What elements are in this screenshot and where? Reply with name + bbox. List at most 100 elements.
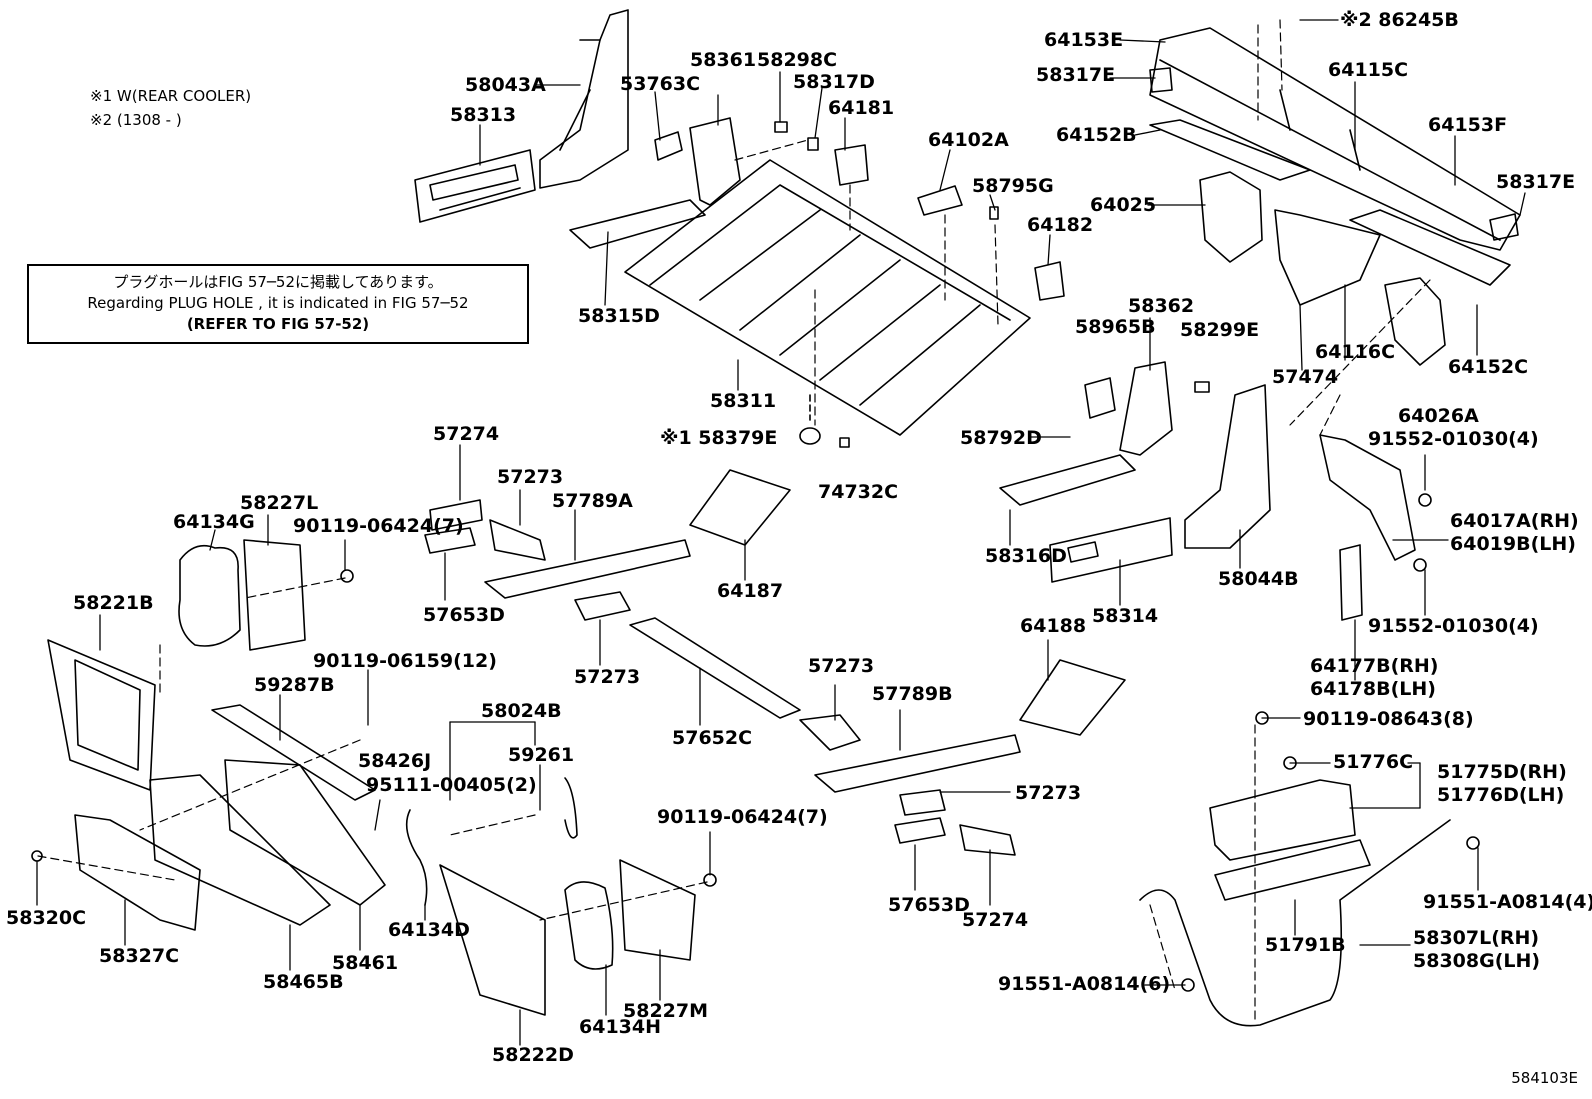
label-91551-A0814-6[interactable]: 91551-A0814(6): [998, 973, 1171, 995]
label-58965B[interactable]: 58965B: [1075, 316, 1156, 338]
label-58317E-right[interactable]: 58317E: [1496, 171, 1576, 193]
label-58379E[interactable]: ※1 58379E: [660, 427, 778, 449]
label-64153E[interactable]: 64153E: [1044, 29, 1124, 51]
label-64019B[interactable]: 64019B(LH): [1450, 533, 1576, 555]
label-51776C[interactable]: 51776C: [1333, 751, 1414, 773]
label-58316D[interactable]: 58316D: [985, 545, 1067, 567]
label-57274-lower[interactable]: 57274: [962, 909, 1029, 931]
label-64134G[interactable]: 64134G: [173, 511, 255, 533]
label-58314[interactable]: 58314: [1092, 605, 1159, 627]
label-57274-upper[interactable]: 57274: [433, 423, 500, 445]
note-rear-cooler: ※1 W(REAR COOLER): [90, 87, 252, 105]
part-51776C-drawing: [1209, 711, 1371, 901]
label-57652C[interactable]: 57652C: [672, 727, 753, 749]
label-57273-a[interactable]: 57273: [497, 466, 564, 488]
label-58461[interactable]: 58461: [332, 952, 399, 974]
label-90119-06159[interactable]: 90119-06159(12): [313, 650, 497, 672]
label-64026A[interactable]: 64026A: [1398, 405, 1479, 427]
part-64134G-drawing: [178, 539, 354, 651]
label-74732C[interactable]: 74732C: [818, 481, 899, 503]
notice-line-english: Regarding PLUG HOLE , it is indicated in…: [87, 294, 469, 312]
label-86245B[interactable]: ※2 86245B: [1340, 9, 1459, 31]
part-64152B-drawing: [1149, 119, 1311, 181]
label-58044B[interactable]: 58044B: [1218, 568, 1299, 590]
part-64177B-drawing: [1339, 544, 1427, 621]
label-64153F[interactable]: 64153F: [1428, 114, 1508, 136]
label-90119-08643[interactable]: 90119-08643(8): [1303, 708, 1474, 730]
label-58315D[interactable]: 58315D: [578, 305, 660, 327]
note-date-range: ※2 (1308 - ): [90, 111, 182, 129]
part-58043A-drawing: [539, 9, 629, 189]
label-58024B[interactable]: 58024B: [481, 700, 562, 722]
label-64181[interactable]: 64181: [828, 97, 895, 119]
label-58307L[interactable]: 58307L(RH): [1413, 927, 1540, 949]
part-58221B-drawing: [47, 639, 156, 791]
part-57652C-drawing: [574, 591, 801, 719]
label-64188[interactable]: 64188: [1020, 615, 1087, 637]
label-58320C[interactable]: 58320C: [6, 907, 87, 929]
part-57789B-drawing: [799, 659, 1126, 856]
label-57273-d[interactable]: 57273: [1015, 782, 1082, 804]
label-59287B[interactable]: 59287B: [254, 674, 335, 696]
label-58313[interactable]: 58313: [450, 104, 517, 126]
plug-hole-notice-box: プラグホールはFIG 57─52に掲載してあります。 Regarding PLU…: [27, 264, 529, 344]
part-64026A-drawing: [1384, 277, 1446, 366]
label-64178B[interactable]: 64178B(LH): [1310, 678, 1436, 700]
label-57653D-lower[interactable]: 57653D: [888, 894, 970, 916]
label-91551-A0814-4[interactable]: 91551-A0814(4): [1423, 891, 1592, 913]
label-58308G[interactable]: 58308G(LH): [1413, 950, 1541, 972]
label-90119-06424-upper[interactable]: 90119-06424(7): [293, 515, 464, 537]
label-58317E-left[interactable]: 58317E: [1036, 64, 1116, 86]
label-58426J[interactable]: 58426J: [358, 750, 432, 772]
label-58361[interactable]: 58361: [690, 49, 757, 71]
label-64152C[interactable]: 64152C: [1448, 356, 1529, 378]
label-58792D[interactable]: 58792D: [960, 427, 1042, 449]
label-58043A[interactable]: 58043A: [465, 74, 546, 96]
label-64116C[interactable]: 64116C: [1315, 341, 1396, 363]
label-57789A[interactable]: 57789A: [552, 490, 633, 512]
label-64025[interactable]: 64025: [1090, 194, 1157, 216]
label-95111-00405[interactable]: 95111-00405(2): [366, 774, 537, 796]
label-53763C[interactable]: 53763C: [620, 73, 701, 95]
part-64025-drawing: [1199, 171, 1263, 263]
label-57273-b[interactable]: 57273: [574, 666, 641, 688]
label-58299E[interactable]: 58299E: [1180, 319, 1260, 341]
label-58362[interactable]: 58362: [1128, 295, 1195, 317]
label-59261[interactable]: 59261: [508, 744, 575, 766]
label-58465B[interactable]: 58465B: [263, 971, 344, 993]
label-64187[interactable]: 64187: [717, 580, 784, 602]
label-51791B[interactable]: 51791B: [1265, 934, 1346, 956]
label-58298C[interactable]: 58298C: [757, 49, 838, 71]
part-64134D-drawing: [405, 777, 578, 906]
label-64115C[interactable]: 64115C: [1328, 59, 1409, 81]
label-64134H[interactable]: 64134H: [579, 1016, 662, 1038]
leader-lines: [36, 19, 1526, 1046]
label-64134D[interactable]: 64134D: [388, 919, 470, 941]
label-51776D[interactable]: 51776D(LH): [1437, 784, 1565, 806]
part-58379E-drawing: [799, 427, 850, 448]
label-58221B[interactable]: 58221B: [73, 592, 154, 614]
label-64177B[interactable]: 64177B(RH): [1310, 655, 1439, 677]
label-58317D[interactable]: 58317D: [793, 71, 875, 93]
label-57273-c[interactable]: 57273: [808, 655, 875, 677]
label-58222D[interactable]: 58222D: [492, 1044, 574, 1066]
label-58795G[interactable]: 58795G: [972, 175, 1054, 197]
label-57474[interactable]: 57474: [1272, 366, 1339, 388]
part-64116C-drawing: [1274, 209, 1381, 306]
label-58227L[interactable]: 58227L: [240, 492, 319, 514]
label-57789B[interactable]: 57789B: [872, 683, 953, 705]
label-58311[interactable]: 58311: [710, 390, 777, 412]
label-91552-01030-upper[interactable]: 91552-01030(4): [1368, 428, 1539, 450]
label-64102A[interactable]: 64102A: [928, 129, 1009, 151]
label-57653D-upper[interactable]: 57653D: [423, 604, 505, 626]
label-91552-01030-lower[interactable]: 91552-01030(4): [1368, 615, 1539, 637]
label-64152B[interactable]: 64152B: [1056, 124, 1137, 146]
label-64017A[interactable]: 64017A(RH): [1450, 510, 1579, 532]
label-64182[interactable]: 64182: [1027, 214, 1094, 236]
figure-id: 584103E: [1511, 1069, 1578, 1087]
label-58327C[interactable]: 58327C: [99, 945, 180, 967]
label-90119-06424-lower[interactable]: 90119-06424(7): [657, 806, 828, 828]
label-51775D[interactable]: 51775D(RH): [1437, 761, 1567, 783]
label-58227M[interactable]: 58227M: [623, 1000, 709, 1022]
part-59287B-drawing: [211, 704, 376, 801]
